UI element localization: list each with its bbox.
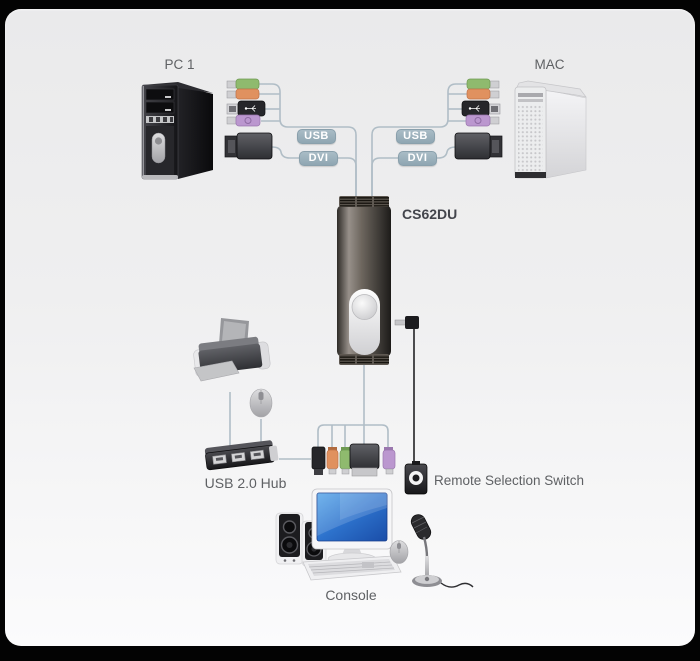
dvi-badge-right: DVI <box>398 151 437 166</box>
console-label: Console <box>325 587 377 603</box>
hub-mouse-icon <box>249 388 273 418</box>
console-connectors-icon <box>311 443 396 477</box>
keyboard-icon <box>302 555 402 581</box>
remote-switch-label: Remote Selection Switch <box>434 473 585 488</box>
mac-connectors-icon <box>454 78 503 160</box>
cable-wires <box>229 83 469 460</box>
dvi-badge-left: DVI <box>299 151 338 166</box>
pc-connectors-icon <box>224 78 273 160</box>
mac-tower-icon <box>514 80 587 179</box>
cs62du-label: CS62DU <box>402 206 458 222</box>
console-mouse-icon <box>389 540 409 564</box>
usb-hub-icon <box>204 440 279 471</box>
usb-badge-right: USB <box>396 129 435 144</box>
mac-label: MAC <box>534 57 565 72</box>
usb-badge-left: USB <box>297 129 336 144</box>
remote-switch-icon <box>394 316 428 495</box>
printer-icon <box>193 318 271 382</box>
pc1-label: PC 1 <box>164 57 195 72</box>
usb-hub-label: USB 2.0 Hub <box>204 475 287 491</box>
monitor-icon <box>311 488 393 566</box>
pc-tower-icon <box>141 82 213 180</box>
microphone-icon <box>410 514 474 588</box>
kvm-switch-icon <box>337 196 391 365</box>
